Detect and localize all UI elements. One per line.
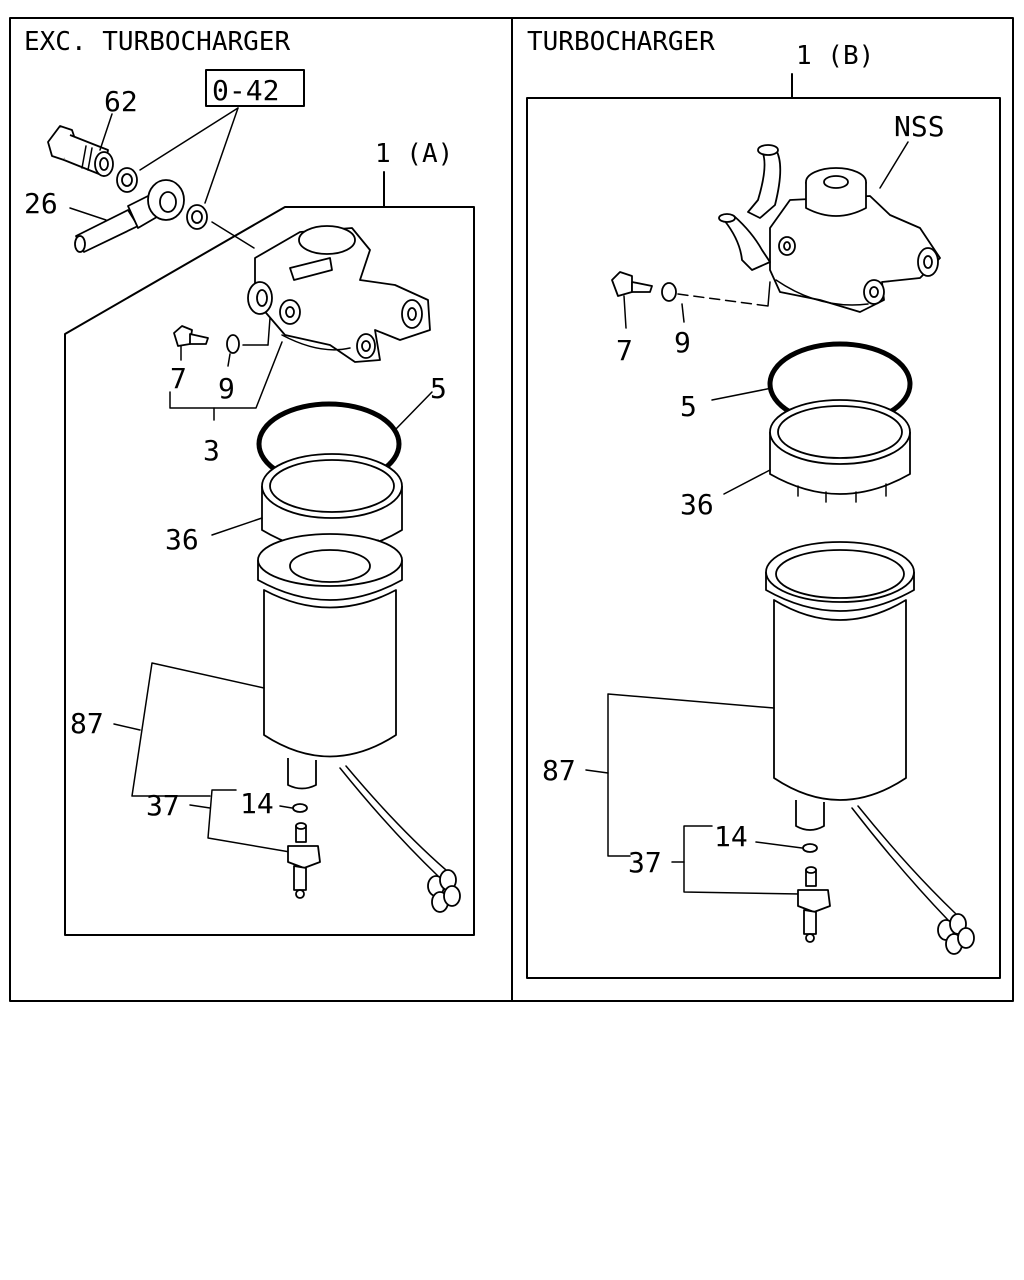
washer-9-part	[226, 334, 240, 354]
callout-36-leader	[211, 517, 263, 536]
callout-87-turbo: 87	[542, 754, 576, 787]
callout-36: 36	[165, 523, 199, 556]
callout-26-leader	[69, 207, 107, 221]
banjo-bolt-part	[47, 125, 114, 177]
callout-37-bracket	[207, 789, 291, 853]
o-ring-14-part	[292, 803, 308, 813]
callout-26: 26	[24, 187, 58, 220]
callout-3: 3	[203, 434, 220, 467]
callout-87-turbo-bracket	[607, 693, 775, 857]
callout-14-turbo: 14	[714, 820, 748, 853]
eye-connector-part	[74, 179, 185, 253]
right-panel-title: TURBOCHARGER	[527, 27, 715, 57]
ref-leader-1	[139, 107, 239, 171]
drain-plug-part	[287, 822, 321, 899]
assembly-1b-outline	[526, 97, 1001, 979]
callout-37-turbo-bracket	[683, 825, 801, 895]
filter-canister-part	[257, 533, 461, 913]
callout-7: 7	[170, 362, 187, 395]
nss-leader	[879, 141, 909, 189]
ref-box	[205, 69, 305, 107]
bolt-dashed-leader	[677, 293, 769, 307]
bolt-7-turbo-part	[611, 271, 653, 297]
callout-36-turbo: 36	[680, 488, 714, 521]
callout-37-turbo: 37	[628, 846, 662, 879]
assembly-1b-label: 1 (B)	[796, 41, 874, 71]
filter-canister-turbo-part	[765, 541, 975, 955]
callout-62-leader	[99, 113, 113, 151]
callout-3-bracket	[169, 341, 283, 409]
ref-leader-2	[204, 107, 239, 204]
nss-label: NSS	[894, 110, 945, 143]
callout-9: 9	[218, 372, 235, 405]
washer-9-turbo-part	[661, 282, 677, 302]
callout-5: 5	[430, 372, 447, 405]
retaining-ring-36-part	[261, 453, 403, 561]
callout-5-turbo: 5	[680, 390, 697, 423]
callout-5-leader	[394, 391, 433, 431]
callout-5-turbo-leader	[711, 387, 773, 401]
o-ring-14-turbo-part	[802, 843, 818, 853]
drain-plug-turbo-part	[797, 866, 831, 943]
callout-9-turbo: 9	[674, 326, 691, 359]
callout-7-turbo: 7	[616, 334, 633, 367]
callout-62: 62	[104, 85, 138, 118]
left-panel: EXC. TURBOCHARGER 1 (A) 0-42 62	[24, 27, 475, 936]
ref-box-label: 0-42	[212, 74, 279, 107]
callout-87-bracket	[131, 662, 265, 797]
connector-leader	[211, 221, 255, 249]
callout-36-turbo-leader	[723, 469, 771, 495]
bolt-7-part	[173, 325, 209, 347]
callout-14: 14	[240, 787, 274, 820]
filter-head-part	[247, 225, 431, 363]
retaining-ring-36-turbo-part	[769, 399, 911, 503]
filter-head-turbo-part	[718, 144, 941, 313]
left-panel-title: EXC. TURBOCHARGER	[24, 27, 290, 57]
assembly-1a-label: 1 (A)	[375, 139, 453, 169]
callout-37: 37	[146, 789, 180, 822]
assembly-1a-outline	[64, 206, 475, 936]
right-panel: TURBOCHARGER 1 (B) NSS	[526, 27, 1001, 979]
callout-87: 87	[70, 707, 104, 740]
